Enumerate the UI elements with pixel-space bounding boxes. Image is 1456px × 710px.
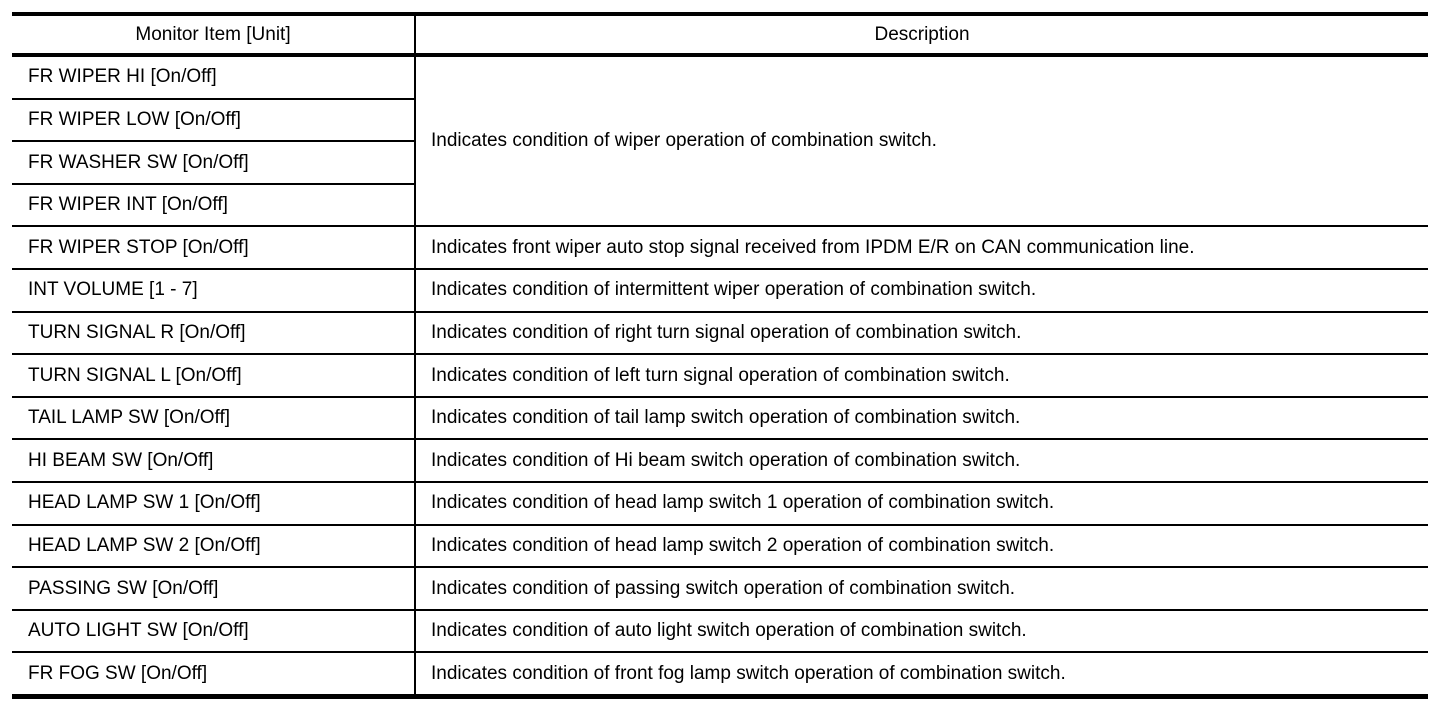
column-header-monitor-item: Monitor Item [Unit] xyxy=(12,12,415,57)
monitor-item-cell: TURN SIGNAL R [On/Off] xyxy=(12,311,415,356)
monitor-item-cell: HEAD LAMP SW 1 [On/Off] xyxy=(12,481,415,526)
monitor-item-cell: INT VOLUME [1 - 7] xyxy=(12,268,415,313)
table-row: HI BEAM SW [On/Off] Indicates condition … xyxy=(12,439,1428,483)
description-cell: Indicates condition of passing switch op… xyxy=(414,567,1428,611)
table-row: TAIL LAMP SW [On/Off] Indicates conditio… xyxy=(12,396,1428,441)
description-cell: Indicates condition of right turn signal… xyxy=(414,311,1428,356)
table-row: FR WIPER LOW [On/Off] xyxy=(12,98,1428,143)
table-row: PASSING SW [On/Off] Indicates condition … xyxy=(12,567,1428,611)
description-cell: Indicates condition of auto light switch… xyxy=(414,609,1428,654)
table-row: FR WIPER INT [On/Off] xyxy=(12,183,1428,228)
description-cell: Indicates condition of intermittent wipe… xyxy=(414,268,1428,313)
monitor-item-cell: PASSING SW [On/Off] xyxy=(12,567,415,611)
description-cell: Indicates condition of front fog lamp sw… xyxy=(414,652,1428,699)
monitor-item-cell: TURN SIGNAL L [On/Off] xyxy=(12,354,415,398)
table-header-row: Monitor Item [Unit] Description xyxy=(12,12,1428,57)
description-cell-merged: Indicates condition of wiper operation o… xyxy=(414,55,1428,228)
table-row: TURN SIGNAL R [On/Off] Indicates conditi… xyxy=(12,311,1428,356)
monitor-item-cell: FR FOG SW [On/Off] xyxy=(12,652,415,699)
table-row: HEAD LAMP SW 1 [On/Off] Indicates condit… xyxy=(12,481,1428,526)
monitor-item-cell: FR WIPER STOP [On/Off] xyxy=(12,226,415,270)
monitor-item-cell: FR WIPER HI [On/Off] xyxy=(12,55,415,100)
description-cell: Indicates condition of left turn signal … xyxy=(414,354,1428,398)
table-row: INT VOLUME [1 - 7] Indicates condition o… xyxy=(12,268,1428,313)
description-cell: Indicates condition of Hi beam switch op… xyxy=(414,439,1428,483)
description-cell: Indicates front wiper auto stop signal r… xyxy=(414,226,1428,270)
monitor-item-cell: HI BEAM SW [On/Off] xyxy=(12,439,415,483)
monitor-item-cell: FR WASHER SW [On/Off] xyxy=(12,141,415,185)
table-row: FR WIPER STOP [On/Off] Indicates front w… xyxy=(12,226,1428,270)
table-row: AUTO LIGHT SW [On/Off] Indicates conditi… xyxy=(12,609,1428,654)
description-cell: Indicates condition of head lamp switch … xyxy=(414,524,1428,569)
monitor-item-cell: AUTO LIGHT SW [On/Off] xyxy=(12,609,415,654)
description-cell: Indicates condition of head lamp switch … xyxy=(414,481,1428,526)
monitor-item-cell: HEAD LAMP SW 2 [On/Off] xyxy=(12,524,415,569)
table-row: TURN SIGNAL L [On/Off] Indicates conditi… xyxy=(12,354,1428,398)
monitor-item-cell: FR WIPER LOW [On/Off] xyxy=(12,98,415,143)
table-row: FR WASHER SW [On/Off] xyxy=(12,141,1428,185)
table-row: FR WIPER HI [On/Off] Indicates condition… xyxy=(12,55,1428,228)
description-cell: Indicates condition of tail lamp switch … xyxy=(414,396,1428,441)
monitor-item-cell: FR WIPER INT [On/Off] xyxy=(12,183,415,228)
table-row: HEAD LAMP SW 2 [On/Off] Indicates condit… xyxy=(12,524,1428,569)
table-row: FR FOG SW [On/Off] Indicates condition o… xyxy=(12,652,1428,699)
monitor-item-table: Monitor Item [Unit] Description FR WIPER… xyxy=(12,12,1428,699)
column-header-description: Description xyxy=(414,12,1428,57)
monitor-item-cell: TAIL LAMP SW [On/Off] xyxy=(12,396,415,441)
